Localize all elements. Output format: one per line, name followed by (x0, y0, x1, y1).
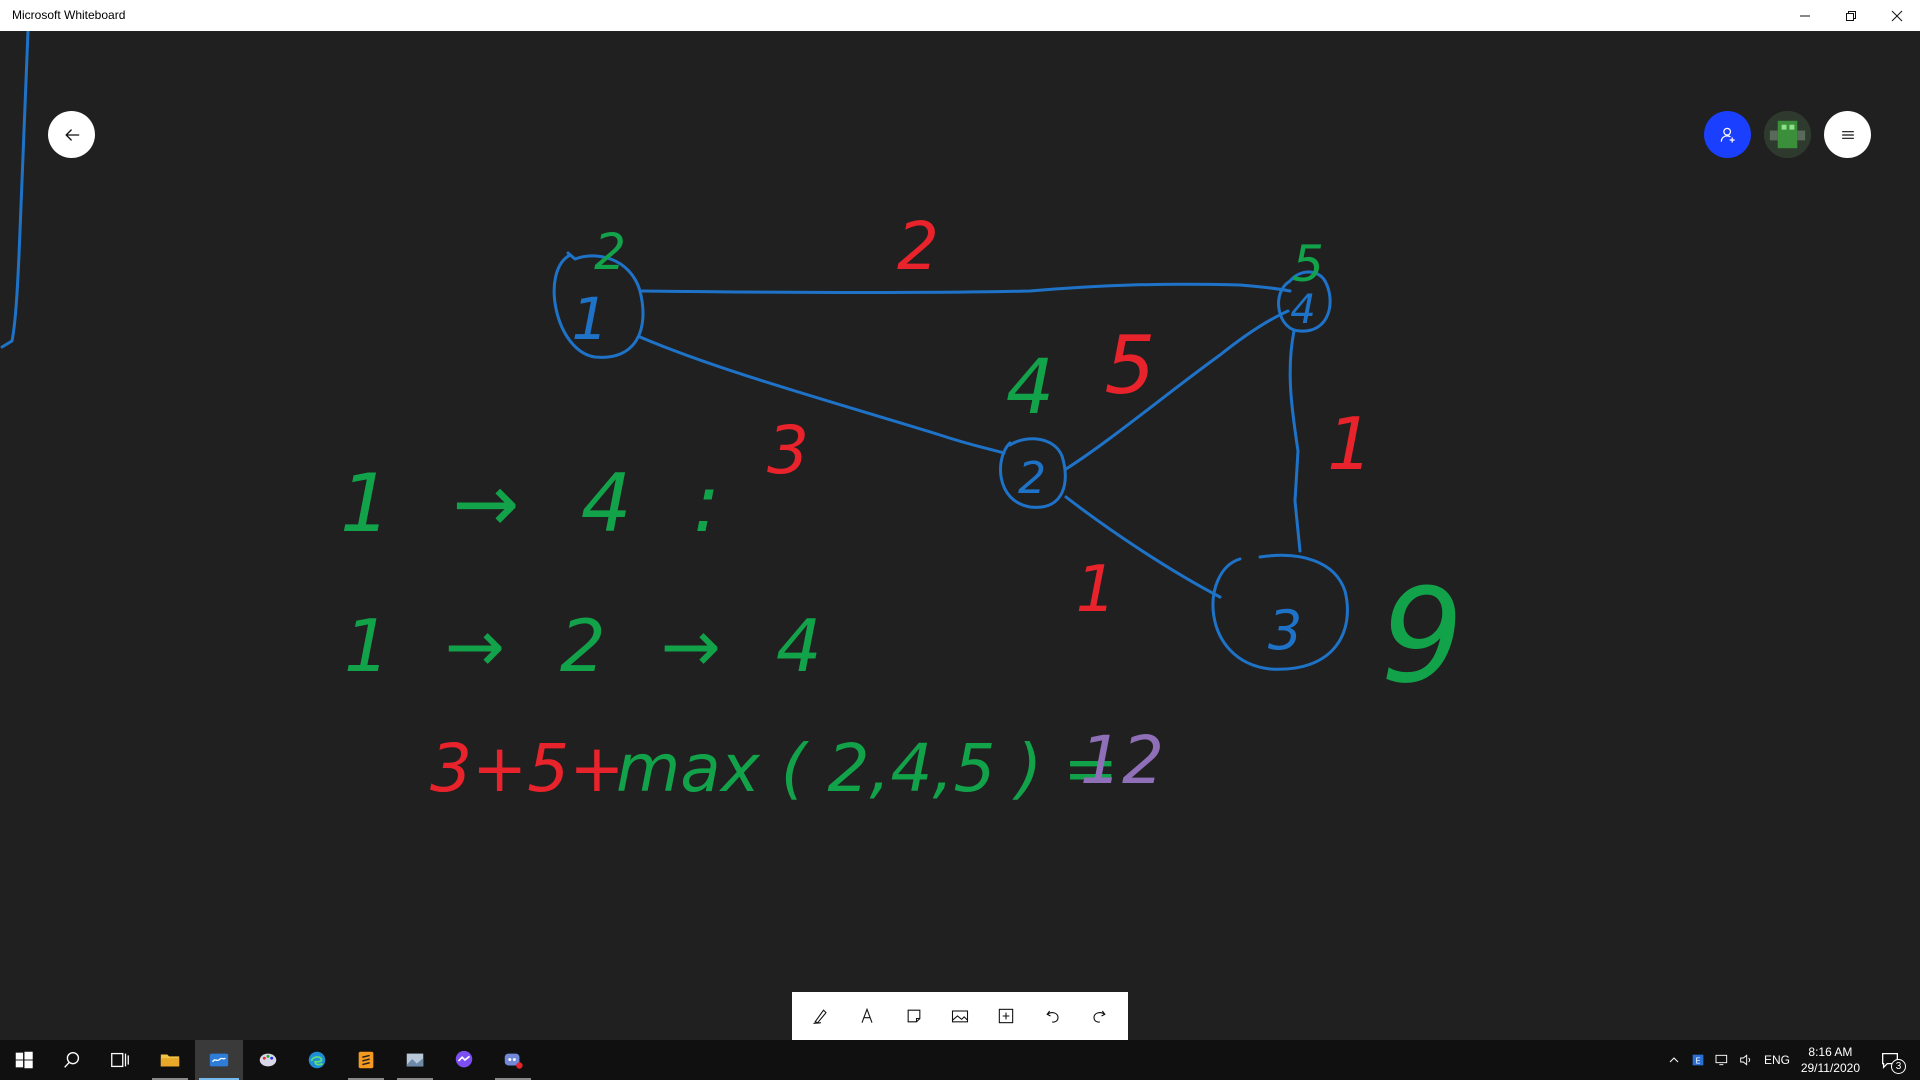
node-weight-4: 5 (1292, 235, 1324, 293)
undo-button[interactable] (1035, 998, 1071, 1034)
taskbar: E ENG 8:16 AM 29/11/2020 3 (0, 1040, 1920, 1080)
whiteboard-canvas[interactable]: 1 4 2 3 2 5 4 9 2 3 5 1 1 1 → 4 : (0, 31, 1920, 1040)
pen-tool-button[interactable] (803, 998, 839, 1034)
search-button[interactable] (48, 1040, 96, 1080)
close-icon (1891, 10, 1903, 21)
notification-count: 3 (1891, 1059, 1906, 1074)
clock-time: 8:16 AM (1808, 1045, 1853, 1059)
system-tray: E ENG (1666, 1040, 1790, 1080)
insert-icon (999, 1008, 1014, 1024)
edge-weight-2-3: 1 (1076, 553, 1117, 627)
taskbar-sublime[interactable] (342, 1040, 390, 1080)
image-icon (951, 1010, 969, 1023)
text-tool-button[interactable] (849, 998, 885, 1034)
redo-icon (1093, 1010, 1106, 1023)
note-line-1: 1 → 4 : (340, 457, 738, 550)
taskbar-photos[interactable] (391, 1040, 439, 1080)
language-indicator[interactable]: ENG (1764, 1053, 1791, 1067)
note-line-2: 1 → 2 → 4 (344, 604, 838, 688)
paint-app-icon (259, 1053, 277, 1067)
avatar-image (1764, 111, 1811, 158)
formula-part-1: 3+5+ (430, 730, 625, 807)
pen-icon (813, 1009, 827, 1025)
inking-toolbar (792, 992, 1128, 1040)
task-view-icon (111, 1052, 129, 1068)
minimize-icon (1800, 15, 1810, 16)
back-arrow-icon (65, 128, 79, 141)
node-label-1: 1 (572, 285, 609, 353)
node-weight-1: 2 (594, 223, 626, 281)
invite-button[interactable] (1704, 111, 1751, 158)
ink-left-stroke (0, 31, 30, 349)
search-icon (64, 1051, 80, 1068)
redo-button[interactable] (1081, 998, 1117, 1034)
volume-icon[interactable] (1738, 1052, 1754, 1068)
back-button[interactable] (48, 111, 95, 158)
image-tool-button[interactable] (942, 998, 978, 1034)
photos-icon (406, 1053, 424, 1067)
title-bar: Microsoft Whiteboard (0, 0, 1920, 31)
network-icon[interactable] (1714, 1052, 1730, 1068)
messenger-icon (455, 1050, 473, 1068)
graph-node-2: 2 (999, 437, 1067, 509)
graph-node-4: 4 (1277, 270, 1332, 333)
node-weight-2: 4 (1006, 342, 1054, 431)
folder-icon (160, 1054, 180, 1067)
ink-layer[interactable]: 1 4 2 3 2 5 4 9 2 3 5 1 1 1 → 4 : (0, 31, 1920, 1040)
add-person-icon (1720, 127, 1735, 142)
undo-icon (1045, 1010, 1059, 1023)
edge-weight-1-4: 2 (897, 208, 939, 285)
minimize-button[interactable] (1782, 0, 1828, 31)
edge-2-3 (1064, 495, 1222, 599)
node-label-3: 3 (1268, 599, 1302, 662)
edge-1-2 (638, 335, 1006, 455)
formula-result: 12 (1080, 722, 1164, 799)
menu-button[interactable] (1824, 111, 1871, 158)
svg-text:E: E (1695, 1056, 1700, 1065)
taskbar-discord[interactable] (489, 1040, 537, 1080)
taskbar-file-explorer[interactable] (146, 1040, 194, 1080)
formula-part-2: max ( 2,4,5 ) = (616, 730, 1118, 807)
graph-node-3: 3 (1211, 553, 1349, 671)
chevron-up-icon[interactable] (1666, 1052, 1682, 1068)
edge-4-3 (1288, 329, 1302, 553)
user-avatar[interactable] (1764, 111, 1811, 158)
clock[interactable]: 8:16 AM 29/11/2020 (1801, 1044, 1860, 1076)
edge-browser-icon (308, 1051, 326, 1069)
notification-center-button[interactable]: 3 (1866, 1040, 1914, 1080)
close-button[interactable] (1874, 0, 1920, 31)
whiteboard-app-icon (209, 1053, 229, 1067)
restore-button[interactable] (1828, 0, 1874, 31)
hamburger-menu-icon (1841, 130, 1854, 139)
sticky-note-icon (907, 1009, 921, 1023)
edge-weight-4-3: 1 (1327, 402, 1373, 486)
windows-logo-icon (15, 1051, 33, 1069)
discord-icon (504, 1053, 523, 1069)
taskbar-edge[interactable] (293, 1040, 341, 1080)
start-button[interactable] (0, 1040, 48, 1080)
taskbar-messenger[interactable] (440, 1040, 488, 1080)
notification-icon (1882, 1052, 1898, 1069)
node-weight-3: 9 (1381, 560, 1464, 712)
insert-button[interactable] (988, 998, 1024, 1034)
graph-node-1: 1 (552, 251, 645, 359)
edge-weight-2-4: 5 (1105, 319, 1156, 412)
sublime-text-icon (358, 1051, 374, 1069)
taskbar-paint[interactable] (244, 1040, 292, 1080)
edge-1-4 (640, 282, 1292, 294)
task-view-button[interactable] (96, 1040, 144, 1080)
edge-weight-1-2: 3 (767, 412, 809, 489)
text-icon (861, 1007, 873, 1023)
window-title: Microsoft Whiteboard (12, 8, 126, 22)
node-label-2: 2 (1018, 453, 1046, 504)
clock-date: 29/11/2020 (1800, 1061, 1860, 1075)
edge-2-4 (1064, 309, 1290, 471)
sticky-note-button[interactable] (896, 998, 932, 1034)
keyboard-tray-icon[interactable]: E (1690, 1052, 1706, 1068)
taskbar-whiteboard[interactable] (195, 1040, 243, 1080)
restore-icon (1846, 10, 1856, 21)
node-label-4: 4 (1290, 287, 1315, 333)
